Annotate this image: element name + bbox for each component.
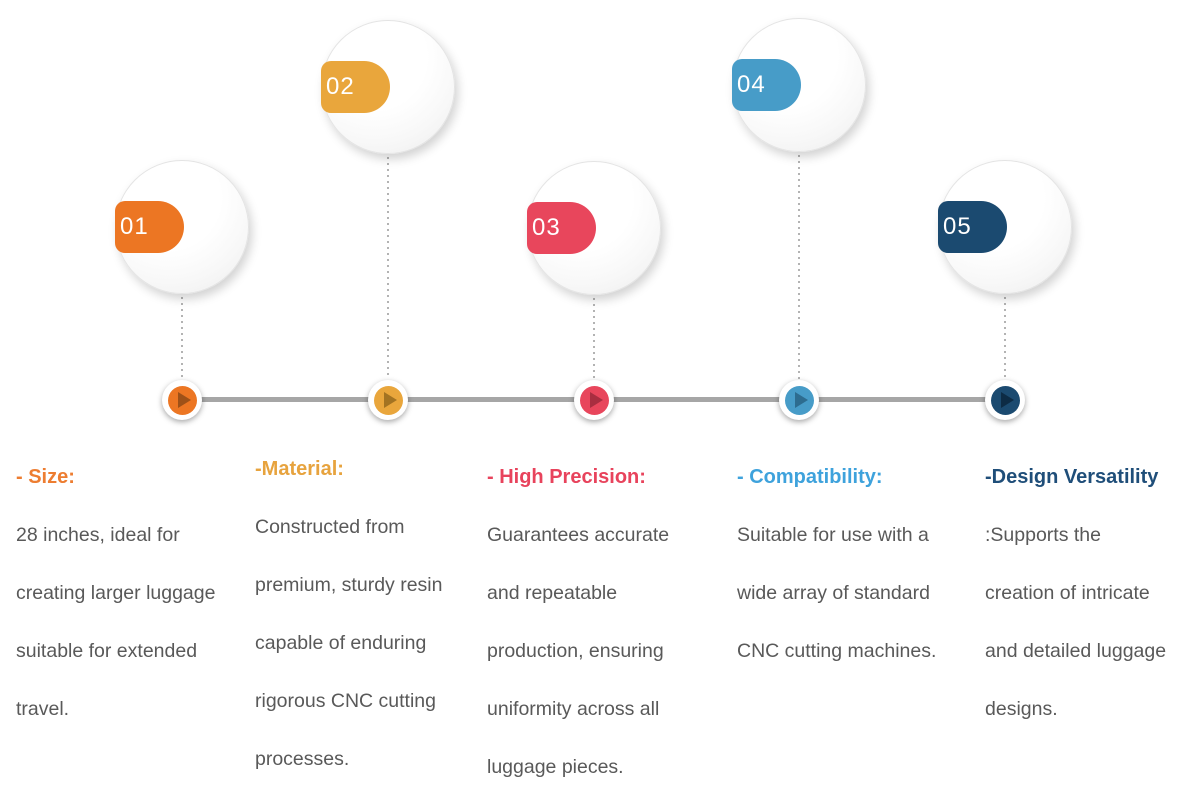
step-description-size: - Size: 28 inches, ideal for creating la… [16,448,215,738]
step-heading: - Size: [16,466,75,488]
step-description-material: -Material: Constructed from premium, stu… [255,440,442,788]
step-number-label: 05 [943,213,972,240]
step-description-compatibility: - Compatibility: Suitable for use with a… [737,448,936,680]
step-body-line: creating larger luggage [16,582,216,604]
step-number-label: 03 [532,214,561,241]
step-heading: - High Precision: [487,466,646,488]
step-body-line: suitable for extended [16,640,198,662]
play-arrow-icon [590,392,603,408]
play-arrow-icon [795,392,808,408]
step-number-badge: 02 [321,61,390,113]
step-body-line: processes. [255,748,350,770]
dotted-connector-1 [181,297,183,379]
step-body-line: travel. [16,698,70,720]
step-body-line: capable of enduring [255,632,427,654]
marker-disc [784,385,814,415]
marker-disc [373,385,403,415]
step-body-line: creation of intricate [985,582,1150,604]
step-body-line: designs. [985,698,1058,720]
step-number-badge: 04 [732,59,801,111]
step-heading: -Design Versatility [985,466,1159,488]
step-body-line: and detailed luggage [985,640,1167,662]
step-circle-4: 04 [732,18,866,152]
step-body-line: uniformity across all [487,698,660,720]
timeline-marker-1 [162,380,202,420]
step-number-label: 04 [737,71,766,98]
dotted-connector-5 [1004,297,1006,379]
step-circle-5: 05 [938,160,1072,294]
step-heading: - Compatibility: [737,466,883,488]
step-description-design-versatility: -Design Versatility :Supports the creati… [985,448,1166,738]
step-body-line: production, ensuring [487,640,664,662]
step-body-line: premium, sturdy resin [255,574,443,596]
step-body-line: Suitable for use with a [737,524,929,546]
step-number-label: 01 [120,213,149,240]
step-number-label: 02 [326,73,355,100]
play-arrow-icon [1001,392,1014,408]
play-arrow-icon [178,392,191,408]
marker-disc [990,385,1020,415]
step-number-badge: 05 [938,201,1007,253]
step-body-line: 28 inches, ideal for [16,524,180,546]
step-body-line: and repeatable [487,582,618,604]
timeline-marker-5 [985,380,1025,420]
marker-disc [167,385,197,415]
step-body-line: :Supports the [985,524,1101,546]
step-circle-1: 01 [115,160,249,294]
step-body-line: Guarantees accurate [487,524,670,546]
dotted-connector-4 [798,155,800,379]
dotted-connector-3 [593,298,595,379]
step-body-line: wide array of standard [737,582,930,604]
timeline-marker-3 [574,380,614,420]
step-number-badge: 03 [527,202,596,254]
step-body-line: luggage pieces. [487,756,624,778]
timeline-marker-2 [368,380,408,420]
marker-disc [579,385,609,415]
step-body-line: Constructed from [255,516,405,538]
step-description-high-precision: - High Precision: Guarantees accurate an… [487,448,669,796]
step-circle-3: 03 [527,161,661,295]
step-circle-2: 02 [321,20,455,154]
dotted-connector-2 [387,157,389,379]
step-body-line: rigorous CNC cutting [255,690,436,712]
step-number-badge: 01 [115,201,184,253]
play-arrow-icon [384,392,397,408]
step-heading: -Material: [255,458,344,480]
timeline-marker-4 [779,380,819,420]
step-body-line: CNC cutting machines. [737,640,937,662]
